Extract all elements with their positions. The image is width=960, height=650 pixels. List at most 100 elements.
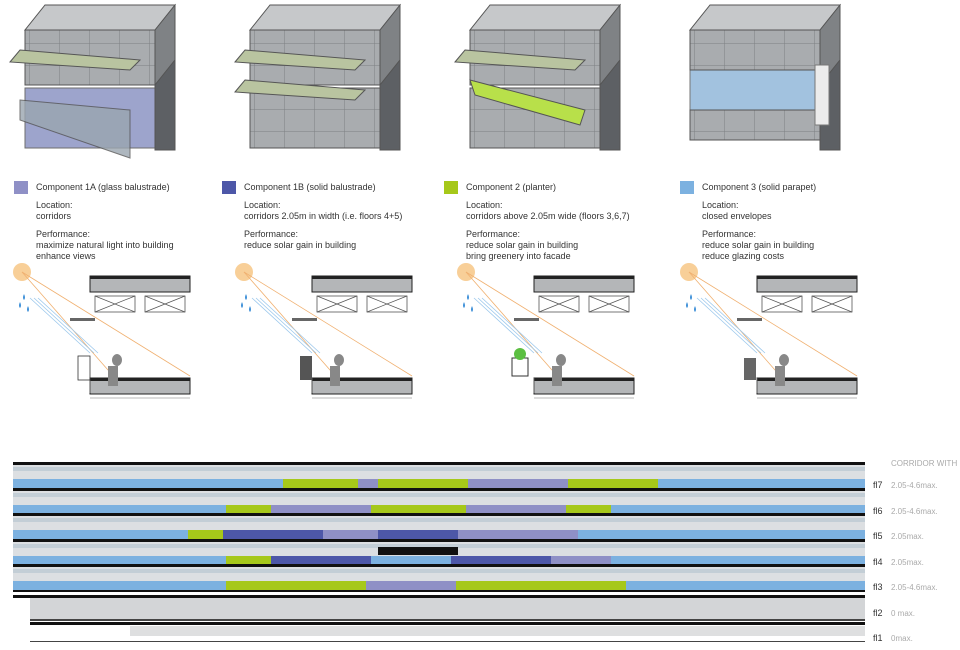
component-1a-location: corridors (36, 211, 72, 221)
component-segment (188, 530, 223, 539)
model-2 (453, 3, 622, 151)
floor-label-fl4: fl4 (873, 557, 883, 567)
floor-glazing-line (13, 467, 865, 471)
component-segment (226, 581, 306, 590)
component-segment (13, 581, 226, 590)
model-1a (8, 3, 177, 159)
component-segment (271, 505, 371, 514)
floor-slab (30, 622, 865, 625)
floor-edge (13, 590, 865, 592)
component-3-location-title: Location: (702, 200, 739, 210)
component-2-location-title: Location: (466, 200, 503, 210)
floor-2-band (30, 598, 865, 619)
floor-glazing-line (13, 544, 865, 548)
component-3-performance-1: reduce solar gain in building (702, 240, 815, 250)
corridor-width-fl3: 2.05-4.6max. (891, 583, 938, 592)
component-2-performance-1: reduce solar gain in building (466, 240, 579, 250)
component-segment (13, 556, 226, 565)
component-segment (371, 556, 451, 565)
component-segment (13, 479, 283, 488)
component-segment (468, 479, 568, 488)
component-1a-performance-2: enhance views (36, 251, 96, 261)
component-2-swatch (444, 181, 458, 194)
corridor-width-fl2: 0 max. (891, 609, 916, 618)
floor-glazing-line (13, 569, 865, 573)
component-3-performance-title: Performance: (702, 229, 757, 239)
component-1b-performance-title: Performance: (244, 229, 299, 239)
floor-slab (13, 513, 865, 516)
floor-1-band (130, 626, 865, 636)
component-1b-location-title: Location: (244, 200, 281, 210)
component-segment (378, 530, 458, 539)
floor-label-fl7: fl7 (873, 480, 883, 490)
section-diagrams (12, 262, 858, 399)
component-3-swatch (680, 181, 694, 194)
component-segment (566, 505, 611, 514)
facade-models (8, 3, 842, 159)
component-1a-swatch (14, 181, 28, 194)
component-3-label: Component 3 (solid parapet) (702, 182, 817, 192)
component-segment (366, 581, 456, 590)
component-segment (451, 556, 551, 565)
component-1a-performance-title: Performance: (36, 229, 91, 239)
component-1b-label: Component 1B (solid balustrade) (244, 182, 376, 192)
floor-slab (13, 564, 865, 567)
component-segment (371, 505, 466, 514)
core-block (378, 547, 458, 555)
component-segment (551, 556, 611, 565)
component-1a-label: Component 1A (glass balustrade) (36, 182, 170, 192)
component-segment (226, 505, 271, 514)
corridor-width-fl4: 2.05max. (891, 558, 924, 567)
component-3-performance-2: reduce glazing costs (702, 251, 785, 261)
floor-slab (13, 595, 865, 598)
floor-label-fl6: fl6 (873, 506, 883, 516)
floor-label-fl5: fl5 (873, 531, 883, 541)
floor-slab (13, 462, 865, 465)
corridor-width-fl1: 0max. (891, 634, 913, 643)
floor-slab (13, 539, 865, 542)
corridor-header: CORRIDOR WITH (891, 459, 958, 468)
component-segment (458, 530, 578, 539)
model-1b (233, 3, 402, 151)
component-segment (456, 581, 566, 590)
component-2-location: corridors above 2.05m wide (floors 3,6,7… (466, 211, 630, 221)
component-1a-performance-1: maximize natural light into building (36, 240, 174, 250)
model-3 (688, 3, 842, 151)
component-segment (13, 530, 188, 539)
component-1b-performance-1: reduce solar gain in building (244, 240, 357, 250)
component-segment (466, 505, 566, 514)
component-segment (323, 530, 378, 539)
corridor-width-fl6: 2.05-4.6max. (891, 507, 938, 516)
component-segment (578, 530, 865, 539)
component-2-label: Component 2 (planter) (466, 182, 557, 192)
component-2-performance-2: bring greenery into facade (466, 251, 571, 261)
floor-label-fl2: fl2 (873, 608, 883, 618)
floor-glazing-line (13, 493, 865, 497)
component-segment (306, 581, 366, 590)
floor-edge (30, 619, 865, 621)
component-3-location: closed envelopes (702, 211, 772, 221)
component-segment (611, 505, 865, 514)
floor-edge (30, 641, 865, 642)
component-segment (566, 581, 626, 590)
component-segment (378, 479, 468, 488)
component-segment (223, 530, 323, 539)
component-segment (611, 556, 865, 565)
component-1a-location-title: Location: (36, 200, 73, 210)
component-segment (358, 479, 378, 488)
component-2-performance-title: Performance: (466, 229, 521, 239)
floor-label-fl1: fl1 (873, 633, 883, 643)
floor-glazing-line (13, 518, 865, 522)
component-segment (226, 556, 271, 565)
component-segment (658, 479, 865, 488)
facade-elevation (13, 462, 865, 642)
component-1b-location: corridors 2.05m in width (i.e. floors 4+… (244, 211, 403, 221)
component-segment (13, 505, 226, 514)
floor-slab (13, 488, 865, 491)
corridor-width-fl7: 2.05-4.6max. (891, 481, 938, 490)
component-segment (626, 581, 865, 590)
corridor-width-fl5: 2.05max. (891, 532, 924, 541)
component-segment (271, 556, 371, 565)
component-1b-swatch (222, 181, 236, 194)
